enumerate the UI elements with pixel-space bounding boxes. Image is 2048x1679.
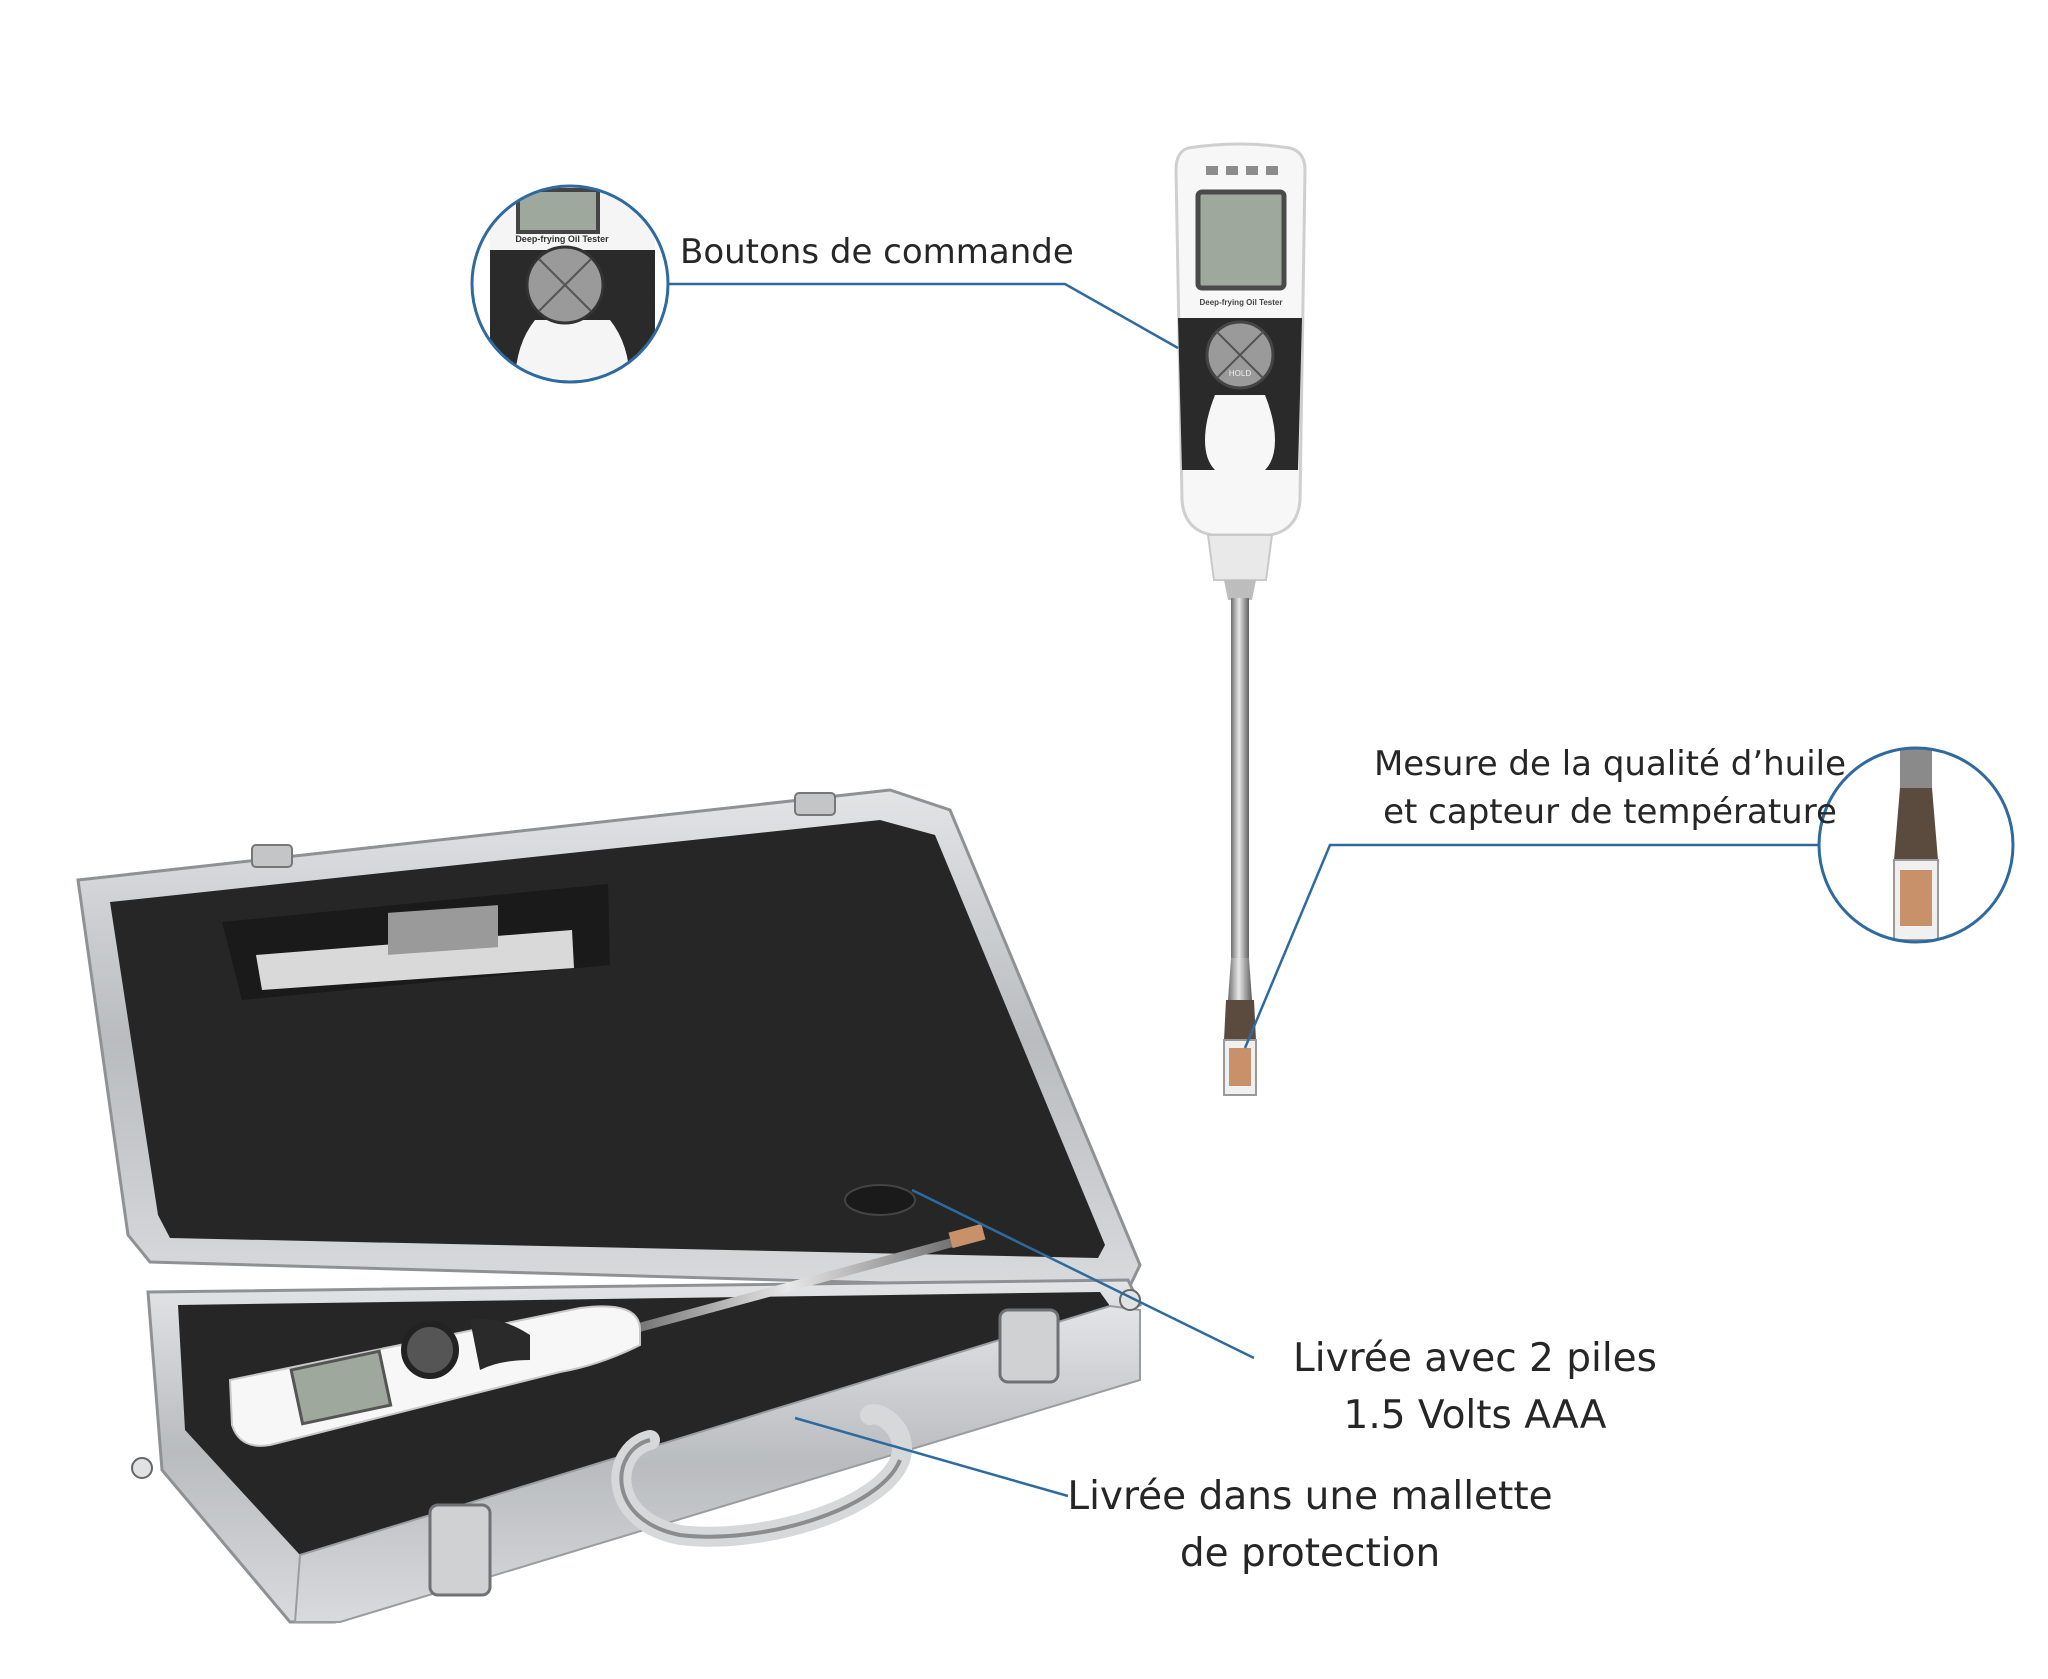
label-protective-case-line2: de protection xyxy=(1179,1531,1441,1576)
callout-line-case xyxy=(794,1416,1069,1498)
lid-latch-right xyxy=(794,792,836,816)
oil-tester-device: Deep-frying Oil Tester HOLD xyxy=(1174,142,1307,1096)
case-front-wall xyxy=(293,1304,1141,1623)
callout-line-buttons xyxy=(668,282,1179,350)
hold-label: HOLD xyxy=(1229,369,1251,378)
front-latch-right xyxy=(998,1308,1060,1384)
label-batteries-line2: 1.5 Volts AAA xyxy=(1343,1393,1607,1438)
lid-latch-left xyxy=(251,844,293,868)
label-oil-quality-sensor-line1: Mesure de la qualité d’huile xyxy=(1373,744,1847,784)
lcd-screen xyxy=(1195,189,1287,291)
front-latch-left xyxy=(428,1503,492,1597)
zoom-buttons: Deep-frying Oil Tester xyxy=(470,184,670,384)
battery-slot xyxy=(844,1184,916,1216)
device-in-case xyxy=(228,1223,986,1447)
carrying-case xyxy=(76,788,1143,1624)
label-batteries: Livrée avec 2 piles 1.5 Volts AAA xyxy=(1250,1330,1700,1444)
manual-photo xyxy=(388,905,498,955)
callout-line-batteries xyxy=(911,1188,1255,1360)
label-protective-case: Livrée dans une mallette de protection xyxy=(1060,1468,1560,1582)
probe-rod xyxy=(1231,598,1249,958)
callout-lines xyxy=(668,282,1819,1498)
callout-line-sensor xyxy=(1243,843,1819,1049)
label-batteries-line1: Livrée avec 2 piles xyxy=(1293,1336,1657,1381)
label-control-buttons-line1: Boutons de commande xyxy=(680,232,1074,272)
label-control-buttons: Boutons de commande xyxy=(680,232,1074,272)
label-oil-quality-sensor-line2: et capteur de température xyxy=(1383,792,1837,832)
svg-text:Deep-frying Oil Tester: Deep-frying Oil Tester xyxy=(515,234,609,244)
device-brand: Deep-frying Oil Tester xyxy=(1200,298,1283,307)
label-protective-case-line1: Livrée dans une mallette xyxy=(1067,1474,1553,1519)
label-oil-quality-sensor: Mesure de la qualité d’huile et capteur … xyxy=(1330,740,1890,836)
